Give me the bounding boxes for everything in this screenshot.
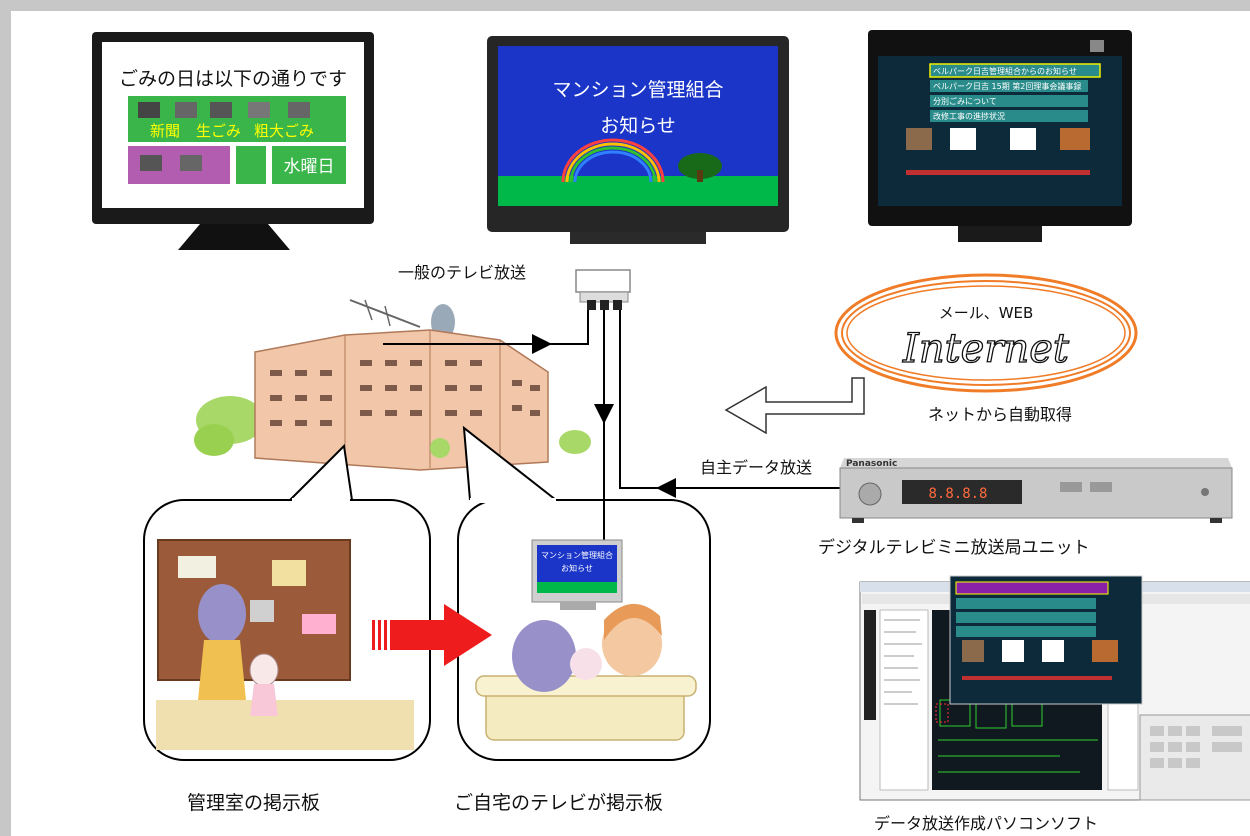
label-auto-fetch: ネットから自動取得 bbox=[928, 405, 1072, 424]
unit-brand: Panasonic bbox=[846, 459, 897, 469]
tv2-line2: お知らせ bbox=[600, 115, 676, 137]
tv-mansion-notice: マンション管理組合 お知らせ bbox=[487, 36, 789, 244]
building-illustration bbox=[194, 299, 591, 471]
tv1-title: ごみの日は以下の通りです bbox=[119, 68, 347, 90]
arrow-internet-to-unit bbox=[724, 377, 865, 435]
small-tv-line2: お知らせ bbox=[561, 563, 593, 573]
label-unit: デジタルテレビミニ放送局ユニット bbox=[818, 537, 1090, 558]
tv3-menu-2: ベルパーク日吉 15期 第2回理事会議事録 bbox=[933, 81, 1081, 91]
tv1-label-newspaper: 新聞 bbox=[150, 122, 180, 140]
label-self-data: 自主データ放送 bbox=[700, 458, 812, 477]
tv3-menu-3: 分別ごみについて bbox=[933, 96, 997, 106]
internet-label: Internet bbox=[902, 326, 1070, 372]
label-office-board: 管理室の掲示板 bbox=[187, 792, 320, 814]
tv-info-menu: ベルパーク日吉管理組合からのお知らせ ベルパーク日吉 15期 第2回理事会議事録… bbox=[868, 30, 1132, 242]
label-home-tv: ご自宅のテレビが掲示板 bbox=[454, 792, 663, 814]
internet-cloud: メール、WEB Internet bbox=[834, 273, 1138, 393]
mini-broadcast-unit: Panasonic 8.8.8.8 bbox=[839, 458, 1233, 523]
label-broadcast: 一般のテレビ放送 bbox=[398, 263, 526, 282]
software-screenshot bbox=[859, 575, 1250, 801]
small-tv-line1: マンション管理組合 bbox=[541, 550, 613, 560]
tv-garbage-schedule: ごみの日は以下の通りです 新聞 生ごみ 粗大ごみ 水曜日 bbox=[92, 32, 374, 250]
antenna-splitter bbox=[575, 269, 631, 310]
line-antenna-to-splitter bbox=[383, 310, 589, 345]
mail-web-label: メール、WEB bbox=[939, 304, 1034, 322]
red-arrow bbox=[372, 604, 492, 666]
tv1-label-kitchen: 生ごみ bbox=[196, 122, 241, 140]
unit-display: 8.8.8.8 bbox=[928, 486, 987, 502]
label-software: データ放送作成パソコンソフト bbox=[874, 814, 1098, 833]
tv1-day: 水曜日 bbox=[284, 157, 335, 177]
tv3-menu-1: ベルパーク日吉管理組合からのお知らせ bbox=[933, 66, 1077, 76]
office-board-bubble bbox=[143, 443, 431, 761]
line-unit-to-splitter bbox=[619, 310, 840, 489]
tv2-line1: マンション管理組合 bbox=[552, 79, 723, 101]
home-tv-bubble: マンション管理組合 お知らせ bbox=[457, 425, 711, 761]
tv3-menu-4: 改修工事の進捗状況 bbox=[933, 111, 1005, 121]
tv1-label-bulky: 粗大ごみ bbox=[254, 122, 314, 140]
